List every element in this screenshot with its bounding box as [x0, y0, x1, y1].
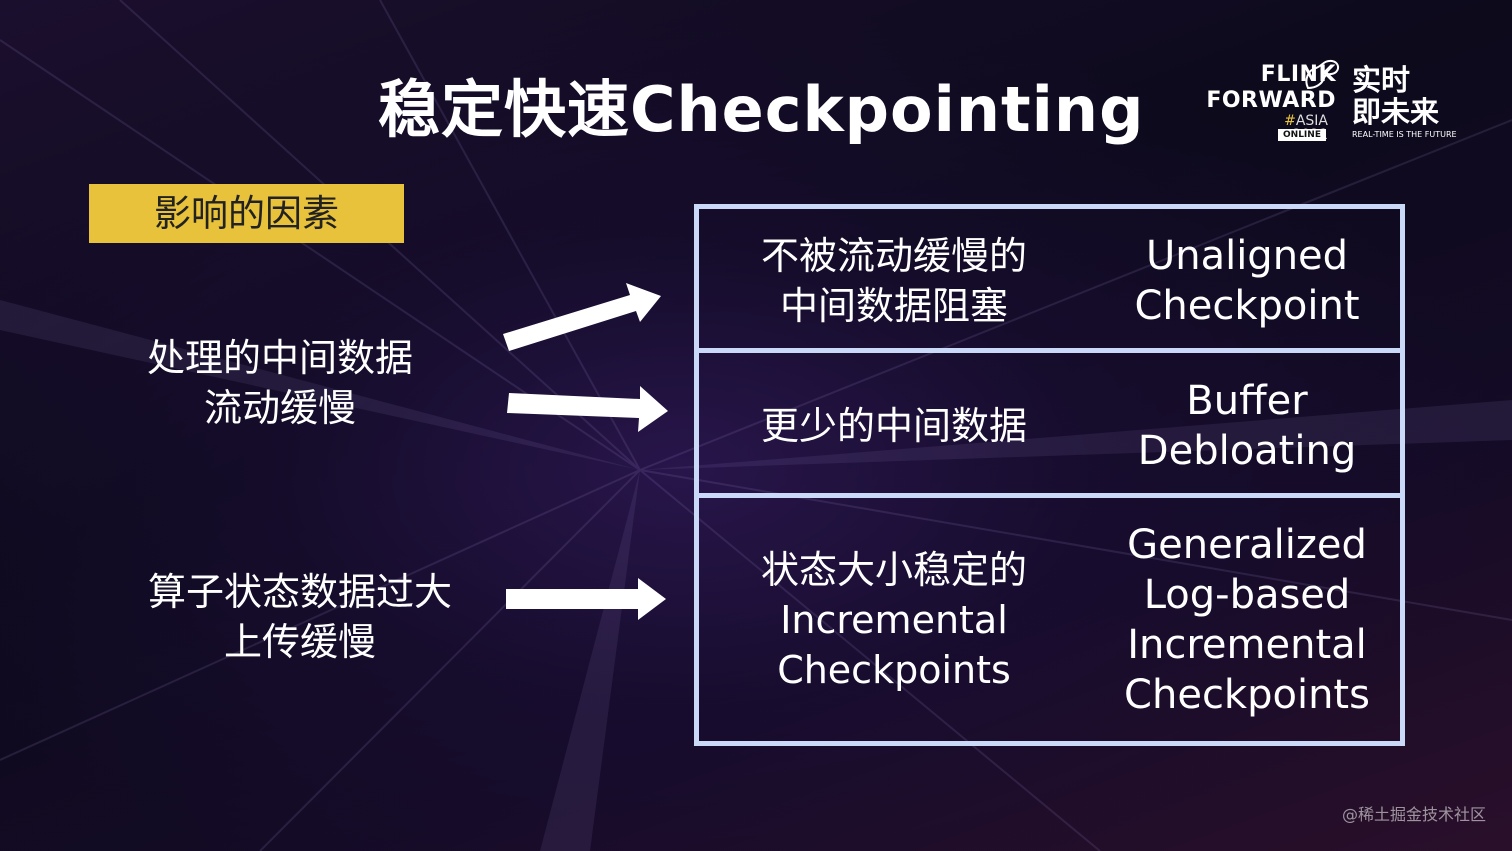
slide-title: 稳定快速Checkpointing: [378, 73, 1145, 146]
arrow-right-icon: [507, 386, 668, 432]
factor-intermediate-data: 处理的中间数据 流动缓慢: [146, 336, 413, 430]
solution-row-log-based: 状态大小稳定的 Incremental Checkpoints Generali…: [699, 493, 1400, 741]
arrow-up-right-icon: [503, 283, 661, 351]
factors-label: 影响的因素: [89, 184, 404, 243]
logo-cn-slogan: 实时 即未来: [1352, 63, 1440, 129]
flink-forward-logo: FLINK FORWARD #ASIA 2021 ONLINE 实时 即未来 R…: [1190, 58, 1460, 148]
solution-row-buffer-debloating: 更少的中间数据 Buffer Debloating: [699, 348, 1400, 498]
solution-row-unaligned: 不被流动缓慢的 中间数据阻塞 Unaligned Checkpoint: [699, 209, 1400, 353]
watermark: @稀土掘金技术社区: [1341, 805, 1486, 824]
solutions-table: 不被流动缓慢的 中间数据阻塞 Unaligned Checkpoint 更少的中…: [694, 204, 1405, 746]
squirrel-icon: [1305, 59, 1340, 90]
solution-name: Generalized Log-based Incremental Checkp…: [1124, 521, 1370, 718]
arrow-right-icon: [506, 578, 666, 620]
logo-wordmark: FLINK FORWARD: [1206, 62, 1336, 113]
logo-online-badge: ONLINE: [1278, 129, 1326, 141]
solution-description: 不被流动缓慢的 中间数据阻塞: [760, 234, 1027, 328]
factor-operator-state: 算子状态数据过大 上传缓慢: [147, 570, 452, 664]
logo-tagline: REAL-TIME IS THE FUTURE: [1352, 130, 1457, 139]
solution-name: Unaligned Checkpoint: [1134, 233, 1360, 329]
solution-description: 更少的中间数据: [760, 403, 1027, 448]
solution-name: Buffer Debloating: [1137, 377, 1357, 474]
solution-description: 状态大小稳定的 Incremental Checkpoints: [760, 547, 1027, 692]
